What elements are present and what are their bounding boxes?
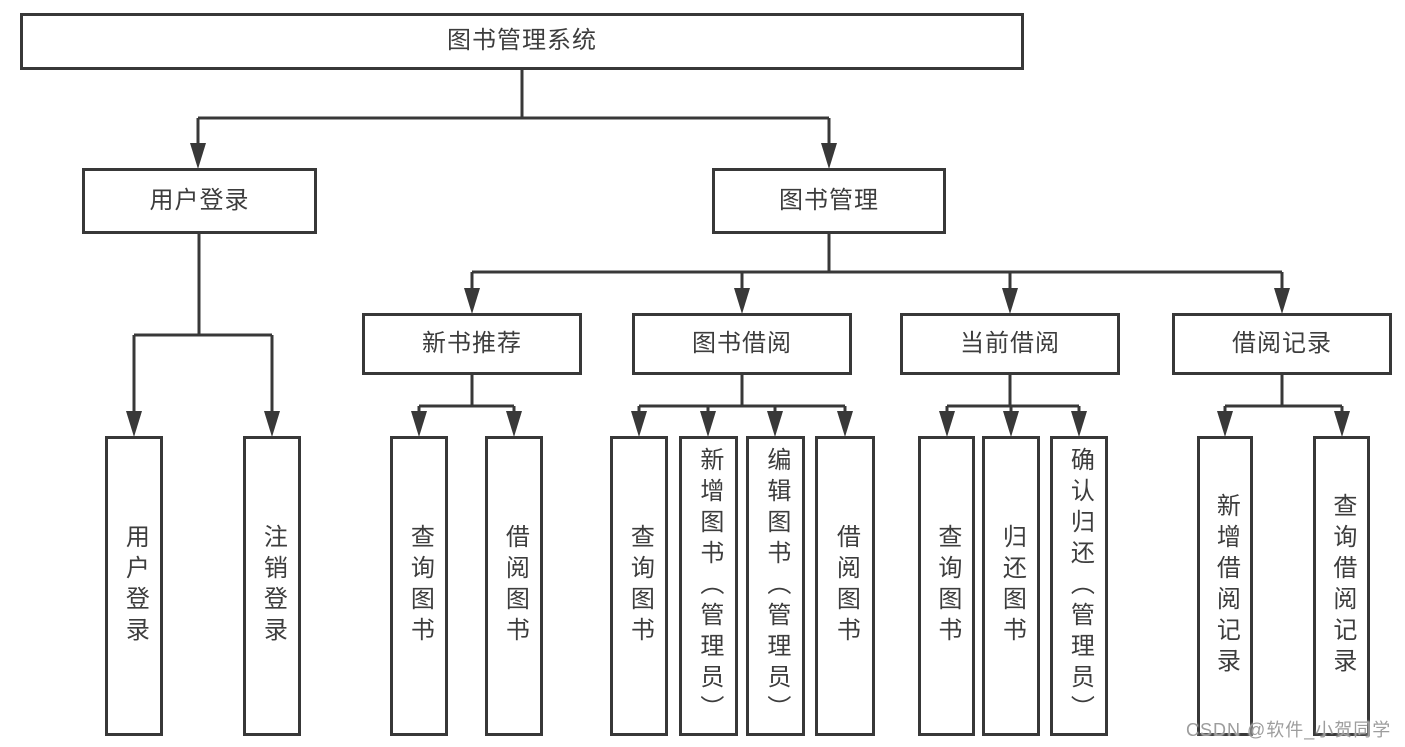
node-user-login: 用户登录 <box>82 168 317 234</box>
leaf-recommend-borrow-book: 借阅图书 <box>485 436 543 736</box>
leaf-borrow-edit-book-admin: 编辑图书（管理员） <box>746 436 805 736</box>
arrowheads <box>126 143 1350 437</box>
connector-borrow-to-leaves <box>637 375 847 414</box>
leaf-logout-login: 注销登录 <box>243 436 301 736</box>
node-borrow-records: 借阅记录 <box>1172 313 1392 375</box>
leaf-current-query-book: 查询图书 <box>918 436 975 736</box>
node-current-borrow: 当前借阅 <box>900 313 1120 375</box>
connector-current-to-leaves <box>945 375 1081 414</box>
leaf-borrow-add-book-admin: 新增图书（管理员） <box>679 436 738 736</box>
leaf-current-confirm-return-admin: 确认归还（管理员） <box>1050 436 1108 736</box>
leaf-borrow-query-book: 查询图书 <box>610 436 668 736</box>
connector-recommend-to-leaves <box>417 375 516 414</box>
node-new-book-recommend: 新书推荐 <box>362 313 582 375</box>
leaf-borrow-borrow-book: 借阅图书 <box>815 436 875 736</box>
leaf-records-query-record: 查询借阅记录 <box>1313 436 1370 736</box>
node-book-borrow: 图书借阅 <box>632 313 852 375</box>
node-book-management: 图书管理 <box>712 168 946 234</box>
leaf-recommend-query-book: 查询图书 <box>390 436 448 736</box>
connector-records-to-leaves <box>1223 375 1344 414</box>
leaf-records-add-record: 新增借阅记录 <box>1197 436 1253 736</box>
leaf-user-login: 用户登录 <box>105 436 163 736</box>
node-root: 图书管理系统 <box>20 13 1024 70</box>
leaf-current-return-book: 归还图书 <box>982 436 1040 736</box>
connector-root-to-level2 <box>196 69 831 146</box>
connector-userlogin-to-leaves <box>132 234 274 414</box>
connector-bookmgmt-to-level3 <box>470 234 1284 291</box>
csdn-watermark: CSDN @软件_小贺同学 <box>1186 720 1392 740</box>
